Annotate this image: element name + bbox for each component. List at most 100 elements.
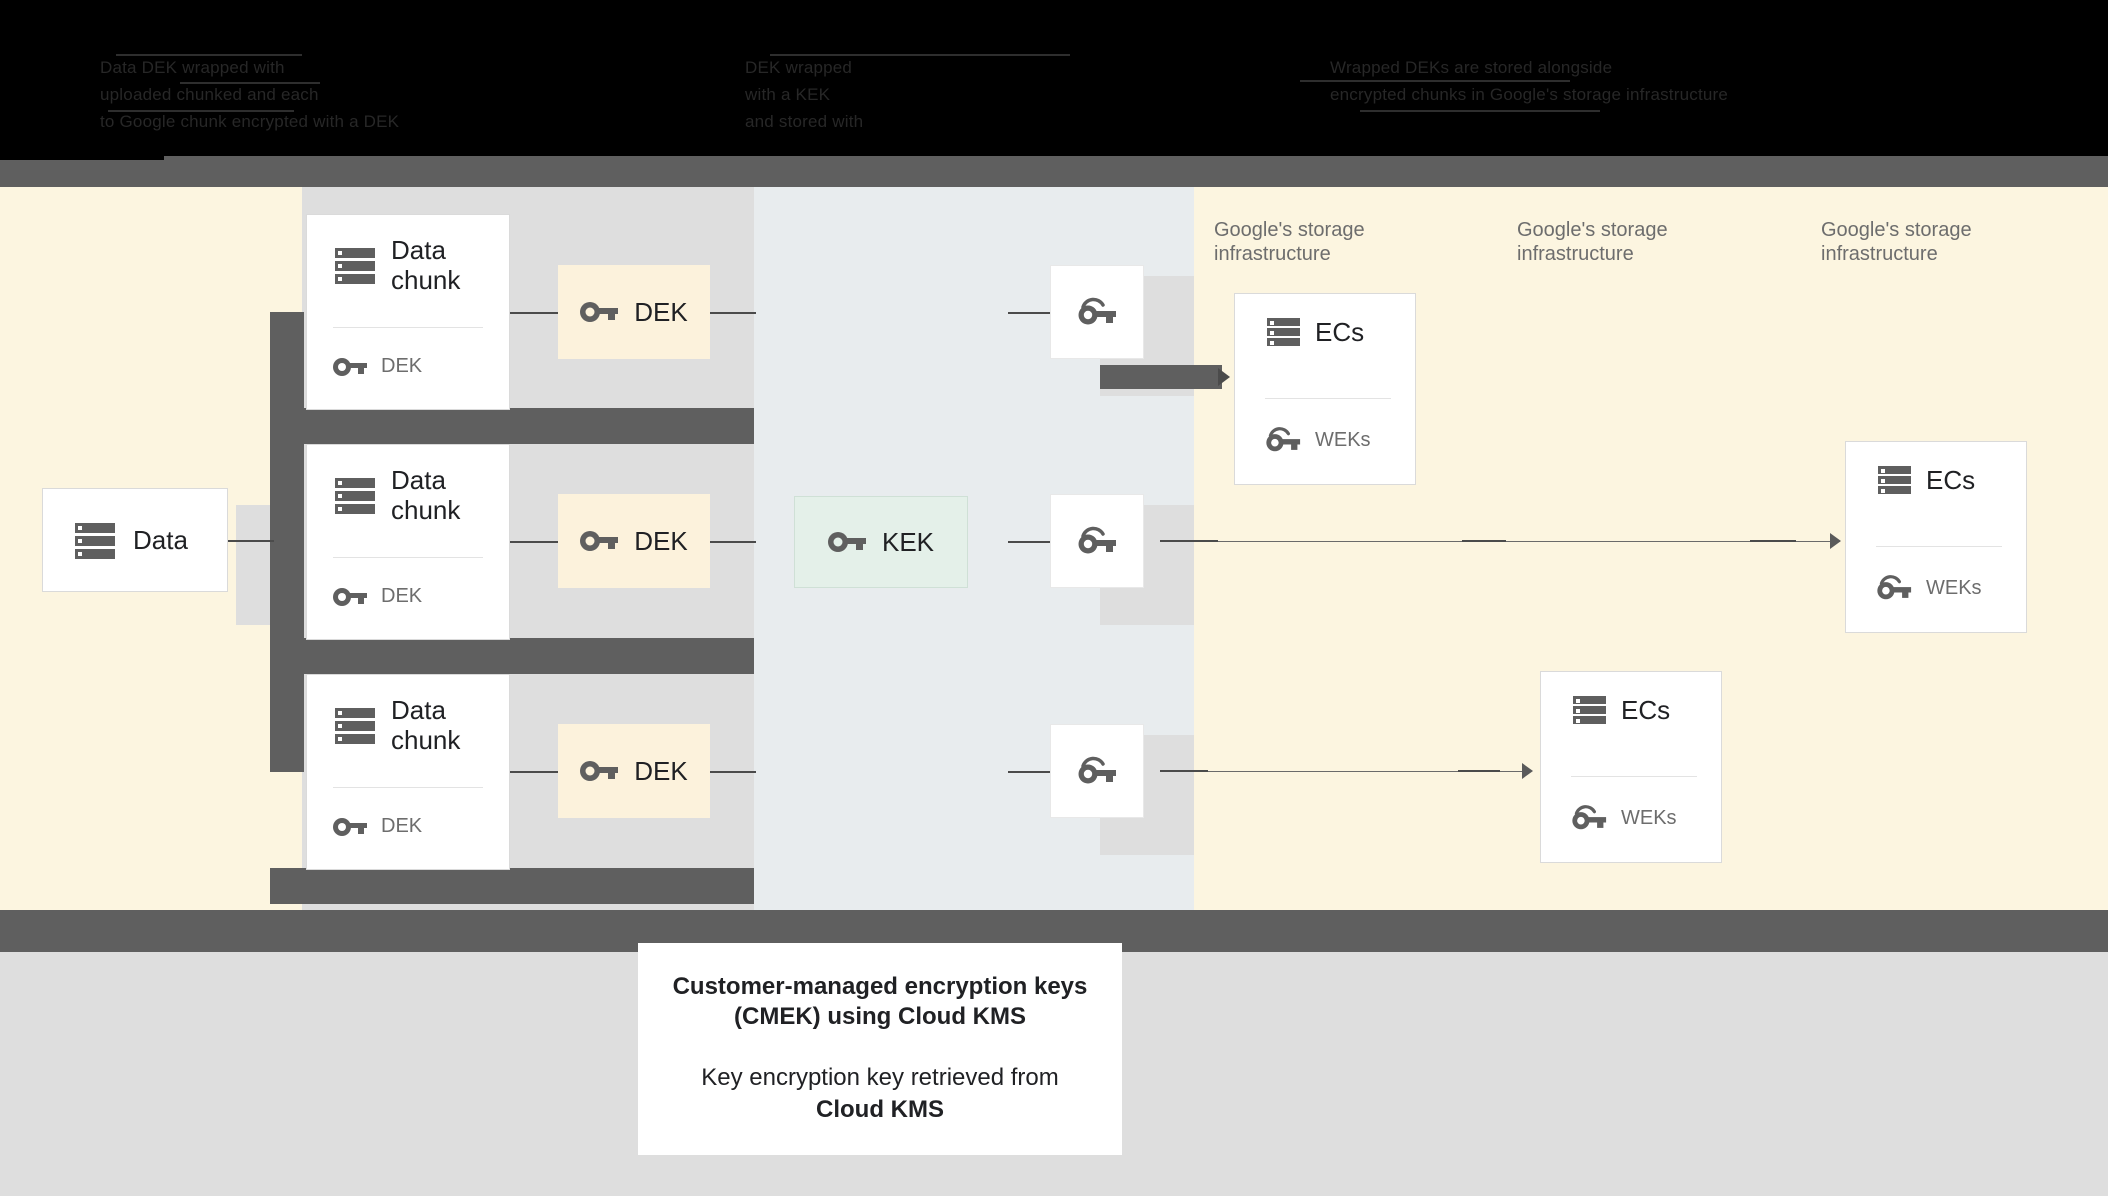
box-wrapped-key-1[interactable] xyxy=(1050,265,1144,359)
chunk-2-header: Data chunk xyxy=(307,445,509,525)
chunk-3-divider xyxy=(333,787,483,788)
arrow-seg-row2-a xyxy=(1160,540,1218,542)
database-icon xyxy=(1571,692,1607,728)
ecs-2-label: ECs xyxy=(1926,465,1976,495)
storage-label-3: Google's storage infrastructure xyxy=(1821,219,1972,265)
wrapped-key-icon xyxy=(1571,804,1607,832)
key-icon xyxy=(580,529,619,553)
wek-to-ec-connector xyxy=(1100,365,1222,389)
header-line-c3r0: Wrapped DEKs are stored alongside xyxy=(1330,58,1613,77)
wrapped-key-icon xyxy=(1265,426,1301,454)
ecs-2-key-label: WEKs xyxy=(1926,576,1982,599)
box-dek-2[interactable]: DEK xyxy=(558,494,710,588)
card-ecs-1[interactable]: ECs WEKs xyxy=(1234,293,1416,485)
chunk-1-header: Data chunk xyxy=(307,215,509,295)
wrapped-key-icon xyxy=(1876,574,1912,602)
card-ecs-3[interactable]: ECs WEKs xyxy=(1540,671,1722,863)
line-dek3-to-band xyxy=(708,771,756,773)
key-icon xyxy=(580,300,619,324)
header-line-c2r1: with a KEK xyxy=(745,85,831,104)
header-artifact-2 xyxy=(180,82,320,84)
box-dek-2-label: DEK xyxy=(634,525,688,556)
card-data[interactable]: Data xyxy=(42,488,228,592)
card-data-chunk-3[interactable]: Data chunk DEK xyxy=(306,674,510,870)
wrapped-key-icon xyxy=(1077,756,1117,786)
fanout-vertical-bar xyxy=(270,312,304,772)
header-gray-bar xyxy=(0,156,2108,187)
caption-body-line2: Cloud KMS xyxy=(816,1096,944,1123)
line-dek2-to-band xyxy=(708,541,756,543)
database-icon xyxy=(1876,462,1912,498)
header-artifact-6 xyxy=(1360,110,1600,112)
arrow-head-row2 xyxy=(1830,533,1841,549)
ecs-3-divider xyxy=(1571,776,1697,777)
header-line-c3r1: encrypted chunks in Google's storage inf… xyxy=(1330,85,1729,104)
fanout-branch-top xyxy=(270,408,754,444)
arrow-seg-row2-c xyxy=(1750,540,1796,542)
key-icon xyxy=(333,586,367,608)
line-data-to-fanout xyxy=(228,540,274,542)
ecs-3-label: ECs xyxy=(1621,695,1671,725)
caption-title-line1: Customer-managed encryption keys xyxy=(672,973,1088,1000)
box-dek-1[interactable]: DEK xyxy=(558,265,710,359)
key-icon xyxy=(333,356,367,378)
ecs-1-header: ECs xyxy=(1235,294,1415,350)
key-icon xyxy=(827,530,866,554)
database-icon xyxy=(1265,314,1301,350)
chunk-2-key-label: DEK xyxy=(381,585,423,607)
ecs-2-divider xyxy=(1876,546,2002,547)
caption-box: Customer-managed encryption keys (CMEK) … xyxy=(638,943,1122,1155)
line-chunk3-to-dek3 xyxy=(510,771,560,773)
database-icon xyxy=(333,243,377,287)
box-dek-3-label: DEK xyxy=(634,755,688,786)
arrow-head-row3 xyxy=(1522,763,1533,779)
arrow-seg-row3-b xyxy=(1458,770,1500,772)
box-dek-1-label: DEK xyxy=(634,296,688,327)
storage-label-1: Google's storage infrastructure xyxy=(1214,219,1365,265)
box-dek-3[interactable]: DEK xyxy=(558,724,710,818)
arrow-seg-row3-a xyxy=(1160,770,1208,772)
header-artifact-3 xyxy=(108,110,294,112)
chunk-2-key-row: DEK xyxy=(333,585,422,608)
fanout-branch-bottom xyxy=(270,868,754,904)
header-line-c1r1: uploaded chunked and each xyxy=(100,85,319,104)
ecs-1-divider xyxy=(1265,398,1391,399)
line-to-wek2 xyxy=(1008,541,1050,543)
header-black-background xyxy=(0,0,2108,156)
arrow-line-row3 xyxy=(1160,771,1530,772)
ecs-1-label: ECs xyxy=(1315,317,1365,347)
line-to-wek1 xyxy=(1008,312,1050,314)
caption-title-line2: (CMEK) using Cloud KMS xyxy=(734,1003,1026,1030)
chunk-2-label: Data chunk xyxy=(391,465,461,525)
key-icon xyxy=(580,759,619,783)
line-chunk2-to-dek2 xyxy=(510,541,560,543)
chunk-3-key-label: DEK xyxy=(381,815,423,837)
box-wrapped-key-3[interactable] xyxy=(1050,724,1144,818)
ecs-3-key-row: WEKs xyxy=(1571,804,1677,832)
box-kek-label: KEK xyxy=(881,526,935,557)
ecs-3-key-label: WEKs xyxy=(1621,806,1677,829)
chunk-3-key-row: DEK xyxy=(333,815,422,838)
card-data-chunk-1[interactable]: Data chunk DEK xyxy=(306,214,510,410)
key-icon xyxy=(333,816,367,838)
line-to-wek3 xyxy=(1008,771,1050,773)
card-data-label: Data xyxy=(133,525,188,555)
chunk-3-header: Data chunk xyxy=(307,675,509,755)
card-ecs-2[interactable]: ECs WEKs xyxy=(1845,441,2027,633)
chunk-3-label: Data chunk xyxy=(391,695,461,755)
database-icon xyxy=(333,703,377,747)
chunk-1-key-row: DEK xyxy=(333,355,422,378)
header-line-c1r0: Data DEK wrapped with xyxy=(100,58,285,77)
card-data-chunk-2[interactable]: Data chunk DEK xyxy=(306,444,510,640)
fanout-branch-mid xyxy=(270,638,754,674)
header-line-c2r2: and stored with xyxy=(745,112,864,131)
ecs-2-key-row: WEKs xyxy=(1876,574,1982,602)
ecs-1-key-label: WEKs xyxy=(1315,428,1371,451)
chunk-1-divider xyxy=(333,327,483,328)
box-wrapped-key-2[interactable] xyxy=(1050,494,1144,588)
chunk-1-label: Data chunk xyxy=(391,235,461,295)
line-dek1-to-band xyxy=(708,312,756,314)
box-kek[interactable]: KEK xyxy=(794,496,968,588)
database-icon xyxy=(333,473,377,517)
